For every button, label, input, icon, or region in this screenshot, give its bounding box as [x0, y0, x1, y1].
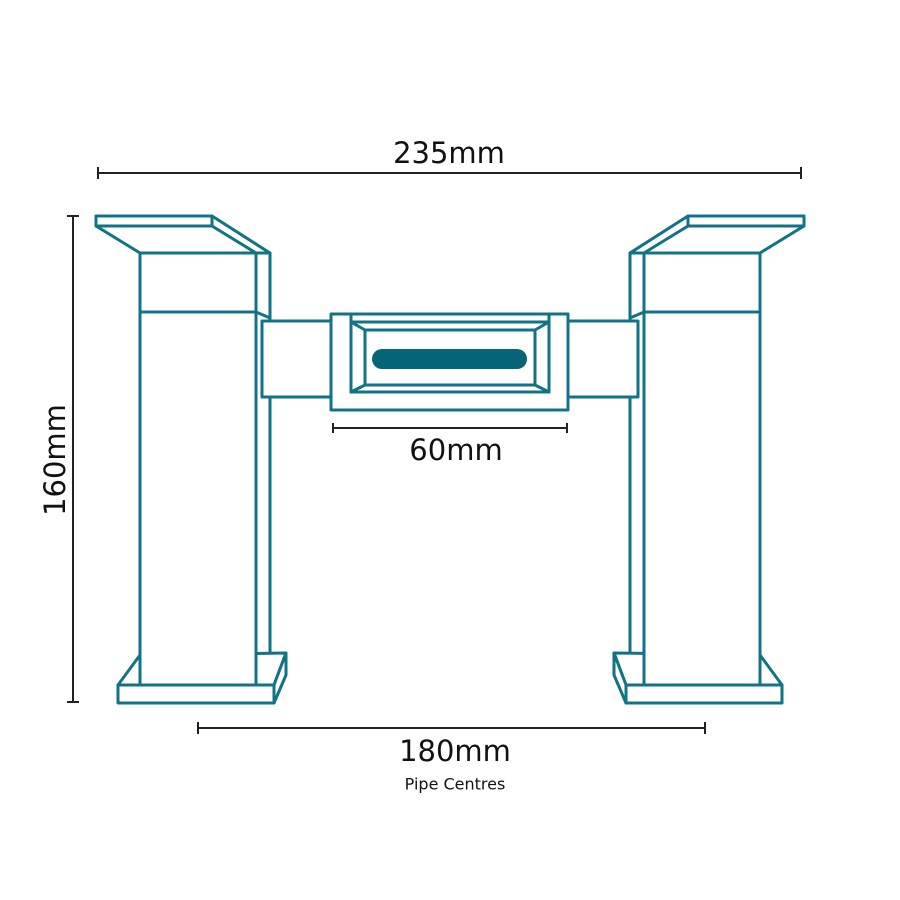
- right-pillar: [612, 214, 806, 705]
- spout-width-label: 60mm: [409, 433, 503, 467]
- height-label: 160mm: [38, 404, 72, 516]
- spout: [260, 312, 640, 412]
- pipe-centres-caption: Pipe Centres: [404, 774, 506, 794]
- water-outlet-slot: [372, 349, 527, 369]
- overall-width-label: 235mm: [393, 136, 505, 170]
- pipe-centres-label: 180mm: [399, 734, 511, 768]
- dimension-lines: [67, 167, 802, 734]
- left-pillar: [94, 214, 288, 705]
